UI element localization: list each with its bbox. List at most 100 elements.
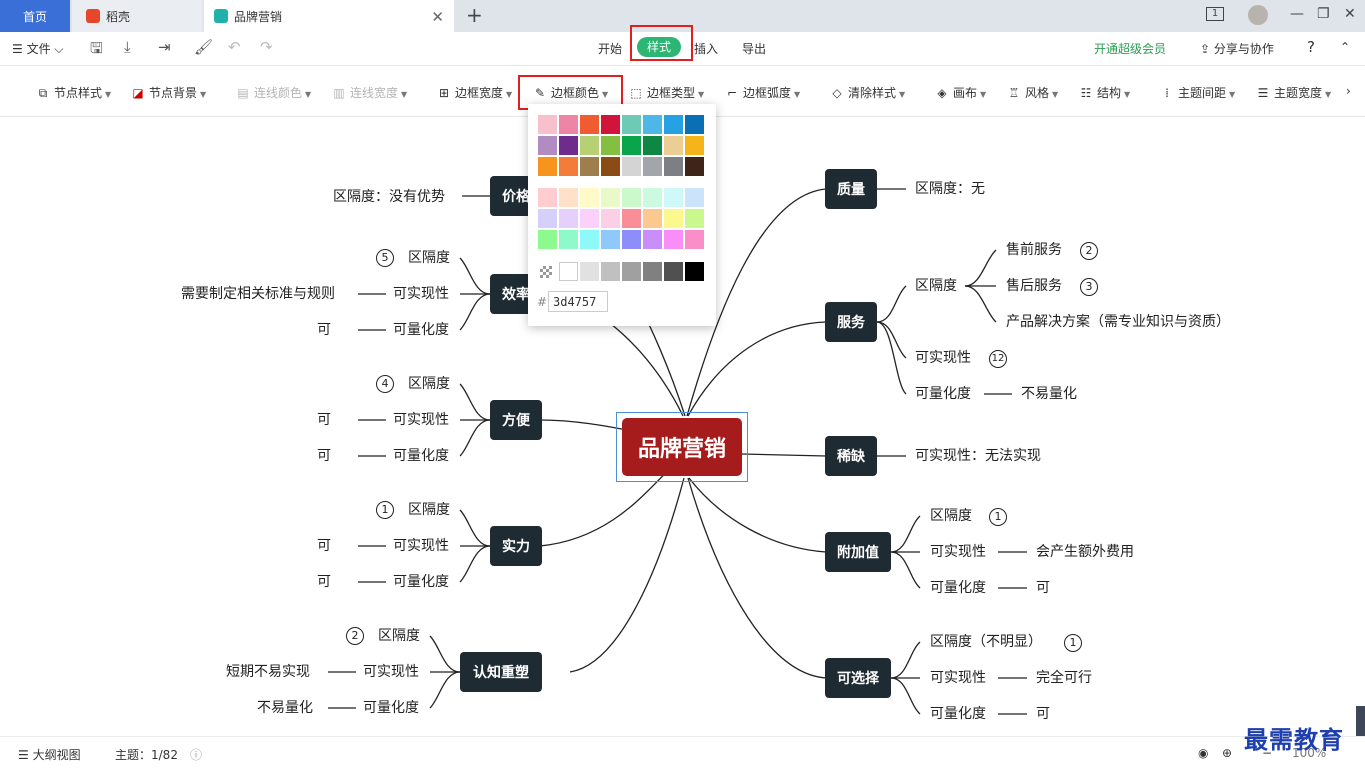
color-swatch[interactable] [643,209,662,228]
leaf-label[interactable]: 区隔度 [930,507,972,525]
avatar[interactable] [1248,5,1268,25]
color-swatch[interactable] [601,115,620,134]
leaf-label[interactable]: 区隔度：没有优势 [333,188,445,206]
color-swatch[interactable] [559,188,578,207]
page-count-badge[interactable]: 1 [1206,7,1224,21]
color-swatch[interactable] [580,157,599,176]
color-swatch[interactable] [664,157,683,176]
color-swatch[interactable] [601,188,620,207]
color-swatch[interactable] [664,188,683,207]
color-swatch[interactable] [643,157,662,176]
help-circle-icon[interactable]: ⓘ [190,748,203,762]
topic-spacing-button[interactable]: ⁞主题间距▼ [1160,84,1235,101]
leaf-label[interactable]: 可实现性：无法实现 [915,447,1041,465]
color-swatch[interactable] [643,136,662,155]
outline-view-button[interactable]: ☰ 大纲视图 [18,748,81,762]
color-swatch[interactable] [538,115,557,134]
theme-style-button[interactable]: ♖风格▼ [1007,84,1059,101]
color-swatch[interactable] [601,230,620,249]
node-bg-button[interactable]: ◪节点背景▼ [131,84,206,101]
download-icon[interactable]: ⤓ [124,38,131,56]
leaf-value[interactable]: 会产生额外费用 [1036,543,1134,561]
clear-style-button[interactable]: ◇清除样式▼ [830,84,905,101]
leaf-label[interactable]: 可量化度 [393,447,449,465]
leaf-label[interactable]: 可量化度 [393,321,449,339]
toolbar-more-icon[interactable]: › [1346,84,1351,98]
leaf-label[interactable]: 可量化度 [915,385,971,403]
file-menu[interactable]: ☰ 文件 ⌵ [12,42,64,56]
help-button[interactable]: ? [1307,38,1315,56]
topic-node-choice[interactable]: 可选择 [825,658,891,698]
eye-icon[interactable]: ◉ [1198,746,1209,760]
color-swatch[interactable] [685,136,704,155]
leaf-label[interactable]: 可量化度 [930,579,986,597]
vip-button[interactable]: 开通超级会员 [1094,40,1166,57]
color-swatch[interactable] [538,230,557,249]
leaf-label[interactable]: 售前服务 [1006,241,1062,259]
topic-node-service[interactable]: 服务 [825,302,877,342]
leaf-label[interactable]: 区隔度 [915,277,957,295]
color-swatch[interactable] [580,115,599,134]
canvas-button[interactable]: ◈画布▼ [935,84,986,101]
color-swatch[interactable] [643,115,662,134]
leaf-value[interactable]: 需要制定相关标准与规则 [181,285,335,303]
line-width-button[interactable]: ▥连线宽度▼ [332,84,407,101]
color-swatch[interactable] [685,188,704,207]
color-swatch[interactable] [559,115,578,134]
restore-icon[interactable]: ❐ [1317,6,1330,22]
zoom-out-icon[interactable]: − [1262,746,1273,760]
color-swatch[interactable] [664,115,683,134]
color-swatch[interactable] [664,230,683,249]
border-color-button[interactable]: ✎边框颜色▼ [533,84,608,101]
leaf-value[interactable]: 可 [317,447,331,465]
color-swatch[interactable] [538,188,557,207]
tab-document[interactable]: 品牌营销 ✕ [204,0,454,32]
color-swatch[interactable] [559,209,578,228]
export-icon[interactable]: ⇥ [158,38,171,56]
leaf-label[interactable]: 可量化度 [393,573,449,591]
leaf-label[interactable]: 区隔度（不明显） [930,633,1042,651]
color-swatch[interactable] [601,136,620,155]
topic-node-scarcity[interactable]: 稀缺 [825,436,877,476]
leaf-label[interactable]: 可实现性 [915,349,971,367]
leaf-label[interactable]: 可实现性 [393,411,449,429]
color-swatch[interactable] [622,115,641,134]
tab-start[interactable]: 开始 [598,40,622,57]
leaf-value[interactable]: 可 [1036,705,1050,723]
color-swatch[interactable] [559,262,578,281]
tab-insert[interactable]: 插入 [694,40,718,57]
leaf-value[interactable]: 可 [317,321,331,339]
leaf-label[interactable]: 可实现性 [930,543,986,561]
leaf-value[interactable]: 完全可行 [1036,669,1092,687]
leaf-label[interactable]: 产品解决方案（需专业知识与资质） [1006,313,1230,331]
color-swatch[interactable] [685,230,704,249]
color-swatch[interactable] [685,157,704,176]
leaf-label[interactable]: 可实现性 [363,663,419,681]
leaf-label[interactable]: 可实现性 [393,537,449,555]
border-width-button[interactable]: ⊞边框宽度▼ [437,84,512,101]
color-swatch[interactable] [601,209,620,228]
tab-home[interactable]: 首页 [0,0,70,32]
topic-node-convenience[interactable]: 方便 [490,400,542,440]
minimize-icon[interactable]: — [1290,6,1304,22]
color-swatch[interactable] [559,136,578,155]
close-tab-icon[interactable]: ✕ [431,8,444,26]
leaf-value[interactable]: 短期不易实现 [226,663,310,681]
color-swatch[interactable] [580,230,599,249]
leaf-value[interactable]: 可 [1036,579,1050,597]
color-swatch[interactable] [559,230,578,249]
topic-node-added-value[interactable]: 附加值 [825,532,891,572]
color-swatch[interactable] [601,157,620,176]
color-swatch[interactable] [622,136,641,155]
color-swatch[interactable] [622,188,641,207]
leaf-label[interactable]: 区隔度 [408,249,450,267]
zoom-level[interactable]: 100% [1292,746,1326,760]
share-button[interactable]: ⇪ 分享与协作 [1200,42,1274,56]
color-swatch[interactable] [538,209,557,228]
color-swatch[interactable] [538,136,557,155]
color-swatch[interactable] [601,262,620,281]
leaf-value[interactable]: 不易量化 [257,699,313,717]
color-swatch[interactable] [685,209,704,228]
scroll-handle[interactable] [1356,706,1365,736]
leaf-label[interactable]: 区隔度 [408,501,450,519]
